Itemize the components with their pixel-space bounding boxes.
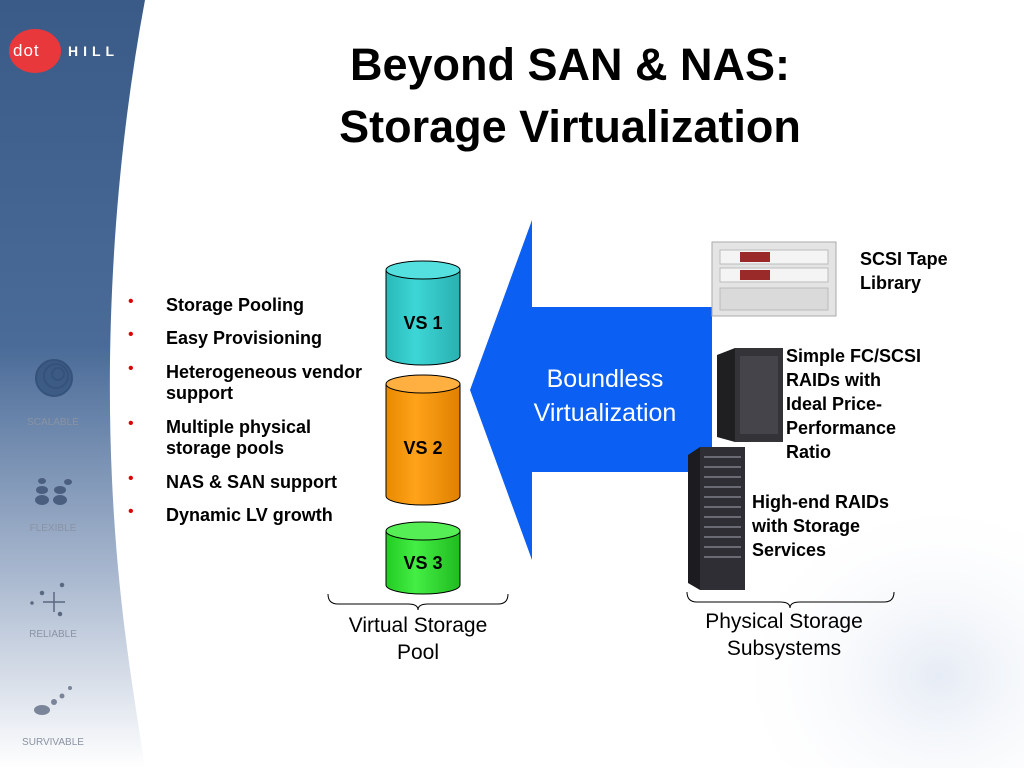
label-line: SCSI Tape [860,249,948,269]
label-line: Services [752,540,827,560]
bullet-marker: • [128,415,134,432]
sidebar-panel [0,0,145,768]
bullet-text: Easy Provisioning [166,328,323,348]
bullet-marker: • [128,503,134,520]
tape-library-image [711,241,837,317]
caption-line: Virtual Storage [348,614,488,637]
bullet-text: support [166,383,233,403]
bullet-text: Multiple physical [166,417,312,437]
label-line: High-end RAIDs [752,492,889,512]
virtual-storage-pool-caption: Virtual Storage Pool [318,612,518,666]
label-line: with Storage [752,516,861,536]
arrow-text-line: Virtualization [533,399,677,427]
sidebar-label-survivable: SURVIVABLE [22,737,84,748]
caption-line: Pool [396,641,440,664]
label-line: Ratio [786,442,831,462]
high-end-raid-label: High-end RAIDs with Storage Services [752,490,889,562]
bullet-item: NAS & SAN support [166,472,337,493]
title-line-2: Storage Virtualization [339,101,801,152]
boundless-virtualization-arrow [470,220,712,560]
bullet-marker: • [128,326,134,343]
label-line: Performance [786,418,897,438]
title-line-1: Beyond SAN & NAS: [349,39,791,90]
pool-brace [327,593,509,611]
bullet-marker: • [128,360,134,377]
bullet-item: Storage Pooling [166,295,304,316]
label-line: Simple FC/SCSI [786,346,922,366]
arrow-text: Boundless Virtualization [505,362,705,430]
sidebar-label-scalable: SCALABLE [27,417,79,428]
caption-line: Physical Storage [705,610,863,633]
scalable-icon [35,359,73,397]
raid-tower-image [717,348,783,442]
bullet-marker: • [128,470,134,487]
bullet-item: Dynamic LV growth [166,505,333,526]
flexible-icon [35,478,72,505]
caption-line: Subsystems [726,637,842,660]
bullet-text: Dynamic LV growth [166,505,333,525]
simple-raid-label: Simple FC/SCSI RAIDs with Ideal Price- P… [786,344,921,464]
sidebar-label-flexible: FLEXIBLE [29,523,77,534]
vs2-label: VS 2 [403,438,443,458]
bullet-marker: • [128,293,134,310]
logo-dot-text: dot [13,41,40,60]
reliable-icon [30,582,65,617]
survivable-icon [34,686,72,715]
bullet-text: storage pools [166,438,285,458]
sidebar-label-reliable: RELIABLE [29,629,77,640]
physical-storage-caption: Physical Storage Subsystems [674,608,894,662]
logo-circle [9,29,61,73]
bullet-text: Storage Pooling [166,295,305,315]
cylinder-vs3 [385,521,461,595]
tape-library-label: SCSI Tape Library [860,247,948,295]
vs1-label: VS 1 [403,313,443,333]
bullet-text: NAS & SAN support [166,472,337,492]
cylinder-vs1 [385,260,461,366]
slide-title: Beyond SAN & NAS: Storage Virtualization [250,34,890,158]
arrow-text-line: Boundless [546,365,664,393]
cylinder-vs2 [385,374,461,506]
high-end-raid-image [688,447,745,590]
label-line: Ideal Price- [786,394,883,414]
bullet-item: Easy Provisioning [166,328,322,349]
vs3-label: VS 3 [403,553,443,573]
physical-brace [686,591,895,609]
label-line: Library [860,273,922,293]
logo-hill-text: HILL [68,43,120,59]
label-line: RAIDs with [786,370,882,390]
bullet-text: Heterogeneous vendor [166,362,363,382]
